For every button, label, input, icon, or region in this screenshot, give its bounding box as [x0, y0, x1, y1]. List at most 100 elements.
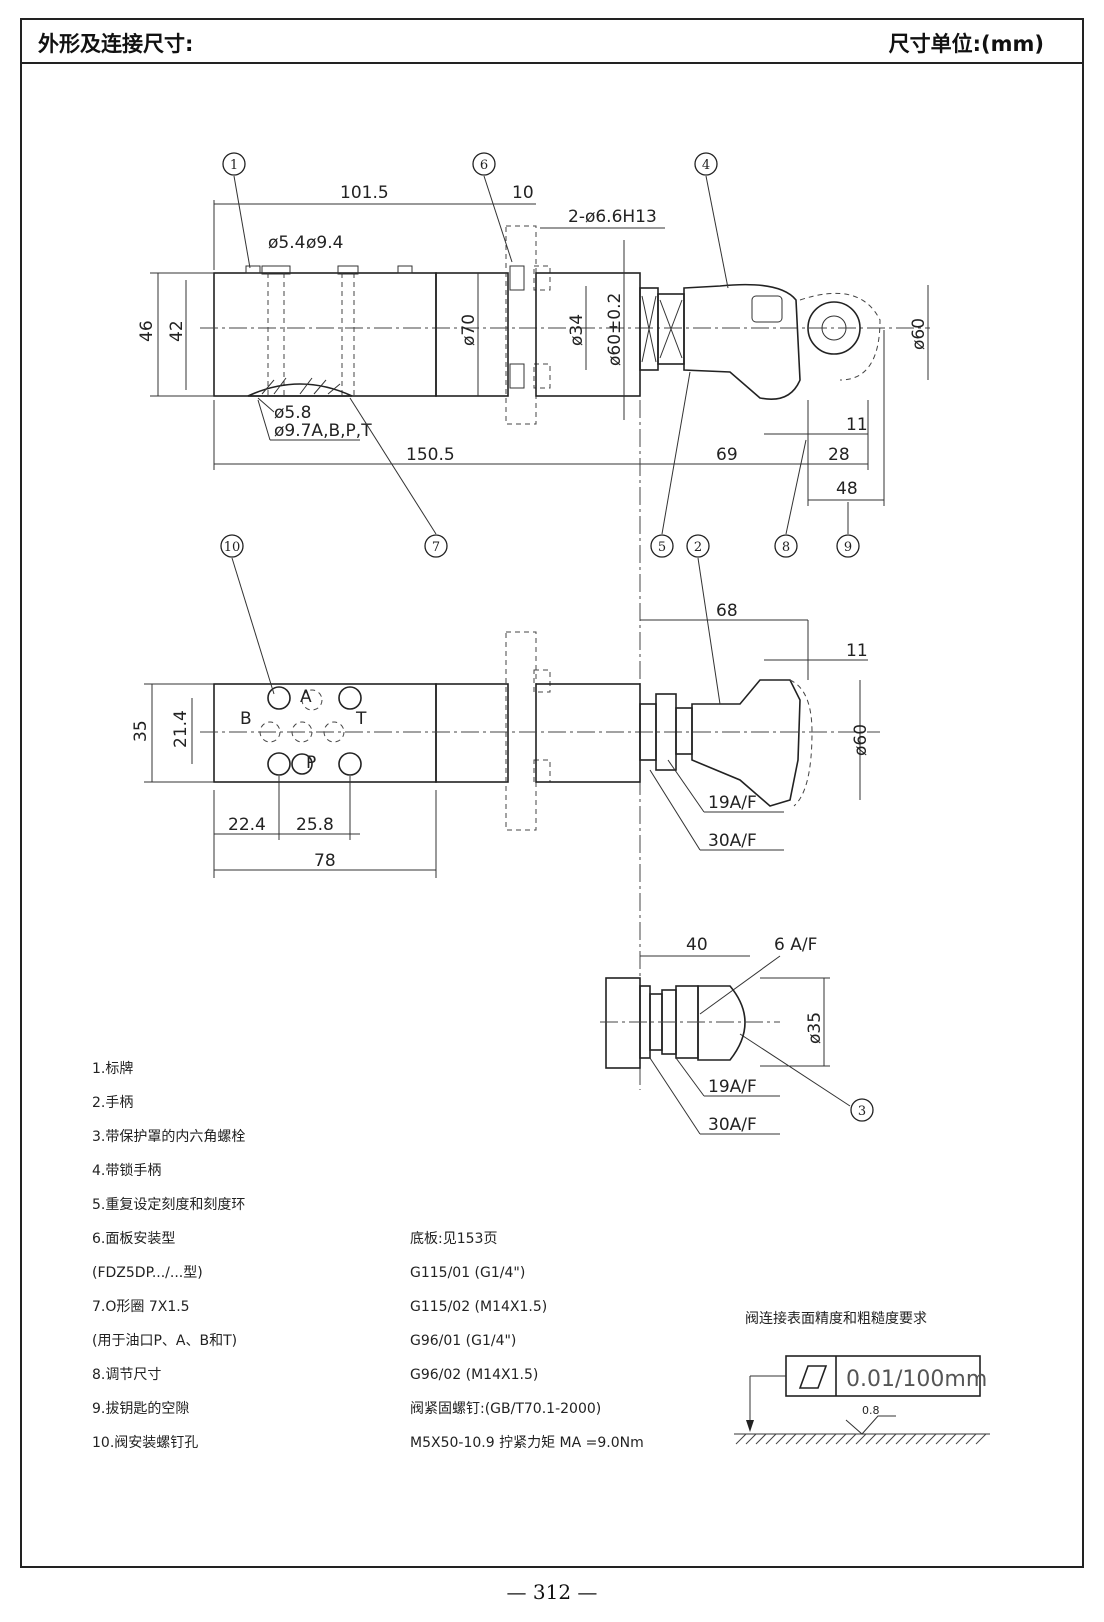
base-info-line: G115/01 (G1/4"): [410, 1265, 526, 1281]
page-number: — 312 —: [506, 1580, 598, 1604]
flatness-value: 0.01/100mm: [846, 1367, 987, 1392]
dim-25-8: 25.8: [296, 815, 334, 835]
callout-6: 6: [472, 152, 513, 263]
legend-item: 6.面板安装型: [92, 1231, 176, 1247]
port-a-label: A: [300, 687, 312, 707]
roughness-symbol-icon: [845, 1415, 896, 1435]
callout-8: 8: [774, 439, 807, 558]
panel-flange: [505, 225, 537, 425]
af-30-mid: 30A/F: [708, 831, 757, 851]
flatness-icon: [798, 1365, 828, 1389]
dim-21-4: 21.4: [171, 710, 191, 748]
roughness-value: 0.8: [862, 1404, 880, 1417]
port-hole: [267, 752, 291, 776]
port-p-label: P: [306, 753, 316, 773]
callout-9: 9: [836, 502, 860, 558]
page-frame: [20, 18, 1084, 1568]
dim-holes: 2-ø6.6H13: [568, 207, 657, 227]
dim-150-5: 150.5: [406, 445, 455, 465]
legend-item: 10.阀安装螺钉孔: [92, 1435, 199, 1451]
svg-text:8: 8: [782, 540, 790, 555]
dim-35: 35: [131, 720, 151, 742]
legend-item: 7.O形圈 7X1.5: [92, 1299, 190, 1315]
dim-101-5: 101.5: [340, 183, 389, 203]
callout-1: 1: [222, 152, 251, 269]
callout-group: 1 6 4 7 5 2 8 9: [220, 152, 874, 1122]
dim-9-7: ø9.7A,B,P,T: [274, 421, 372, 441]
callout-5: 5: [650, 371, 691, 558]
svg-text:10: 10: [224, 540, 241, 555]
surface-requirement-symbol: 0.01/100mm 0.8: [734, 1355, 990, 1445]
dim-60-top: ø60: [909, 318, 929, 350]
port-hole: [267, 686, 291, 710]
svg-text:7: 7: [432, 540, 440, 555]
af-19-bot: 19A/F: [708, 1077, 757, 1097]
dim-60-mid: ø60: [851, 724, 871, 756]
legend-item: 8.调节尺寸: [92, 1367, 162, 1383]
svg-text:3: 3: [858, 1104, 866, 1119]
callout-7: 7: [349, 397, 448, 558]
dim-35-dia: ø35: [805, 1012, 825, 1044]
hand-wheel: [691, 679, 801, 807]
legend-item: 3.带保护罩的内六角螺栓: [92, 1129, 246, 1145]
dim-69: 69: [716, 445, 738, 465]
port-t-label: T: [355, 709, 367, 729]
svg-text:5: 5: [658, 540, 666, 555]
dim-34: ø34: [567, 314, 587, 346]
legend-item: 4.带锁手柄: [92, 1163, 162, 1179]
lock-key: [807, 301, 861, 355]
dim-9-4: ø9.4: [306, 233, 343, 253]
middle-view: A B P T 68 11 ø60 35 21.4 22.4 25.8 78 1…: [131, 601, 880, 878]
af-19-mid: 19A/F: [708, 793, 757, 813]
dim-10: 10: [512, 183, 534, 203]
af-30-bot: 30A/F: [708, 1115, 757, 1135]
lock-handle: [683, 283, 801, 400]
dim-5-8: ø5.8: [274, 403, 311, 423]
legend-item: 9.拔钥匙的空隙: [92, 1401, 190, 1417]
dim-5-4: ø5.4: [268, 233, 305, 253]
seal-section: [247, 383, 353, 397]
mounting-face: [213, 683, 437, 783]
page-title: 外形及连接尺寸:: [38, 32, 194, 56]
base-info-line: M5X50-10.9 拧紧力矩 MA =9.0Nm: [410, 1435, 644, 1451]
cap-screw-guard: [697, 985, 746, 1061]
header-bar: 外形及连接尺寸: 尺寸单位:(mm): [20, 18, 1084, 64]
callout-3: 3: [850, 1098, 874, 1122]
dim-28: 28: [828, 445, 850, 465]
dim-11-mid: 11: [846, 641, 868, 661]
dim-70: ø70: [459, 314, 479, 346]
legend-item: 1.标牌: [92, 1061, 134, 1077]
surface-requirement-title: 阀连接表面精度和粗糙度要求: [745, 1311, 927, 1327]
dim-68: 68: [716, 601, 738, 621]
base-info-line: G115/02 (M14X1.5): [410, 1299, 548, 1315]
svg-text:9: 9: [844, 540, 852, 555]
dim-78: 78: [314, 851, 336, 871]
af-6: 6 A/F: [774, 935, 817, 955]
dim-60-tol: ø60±0.2: [605, 293, 625, 366]
legend-item: (用于油口P、A、B和T): [92, 1333, 238, 1349]
bottom-view: 40 6 A/F ø35 19A/F 30A/F: [600, 935, 851, 1135]
base-info-line: G96/02 (M14X1.5): [410, 1367, 539, 1383]
dim-48: 48: [836, 479, 858, 499]
callout-4: 4: [694, 152, 729, 289]
svg-text:6: 6: [480, 158, 488, 173]
port-hole: [338, 686, 362, 710]
svg-text:4: 4: [702, 158, 710, 173]
svg-text:2: 2: [694, 540, 702, 555]
parts-legend: 1.标牌 2.手柄 3.带保护罩的内六角螺栓 4.带锁手柄 5.重复设定刻度和刻…: [92, 1058, 245, 1466]
port-hole: [338, 752, 362, 776]
dim-46: 46: [137, 320, 157, 342]
base-info-line: 底板:见153页: [410, 1231, 498, 1247]
valve-body-outline: [213, 272, 437, 397]
unit-note: 尺寸单位:(mm): [888, 32, 1044, 56]
legend-item: 5.重复设定刻度和刻度环: [92, 1197, 246, 1213]
callout-2: 2: [686, 534, 721, 705]
dim-11-top: 11: [846, 415, 868, 435]
callout-10: 10: [220, 534, 275, 695]
base-info-line: G96/01 (G1/4"): [410, 1333, 517, 1349]
base-plate-info: 底板:见153页 G115/01 (G1/4") G115/02 (M14X1.…: [410, 1228, 644, 1466]
legend-item: 2.手柄: [92, 1095, 134, 1111]
dim-42: 42: [167, 320, 187, 342]
base-info-line: 阀紧固螺钉:(GB/T70.1-2000): [410, 1401, 602, 1417]
